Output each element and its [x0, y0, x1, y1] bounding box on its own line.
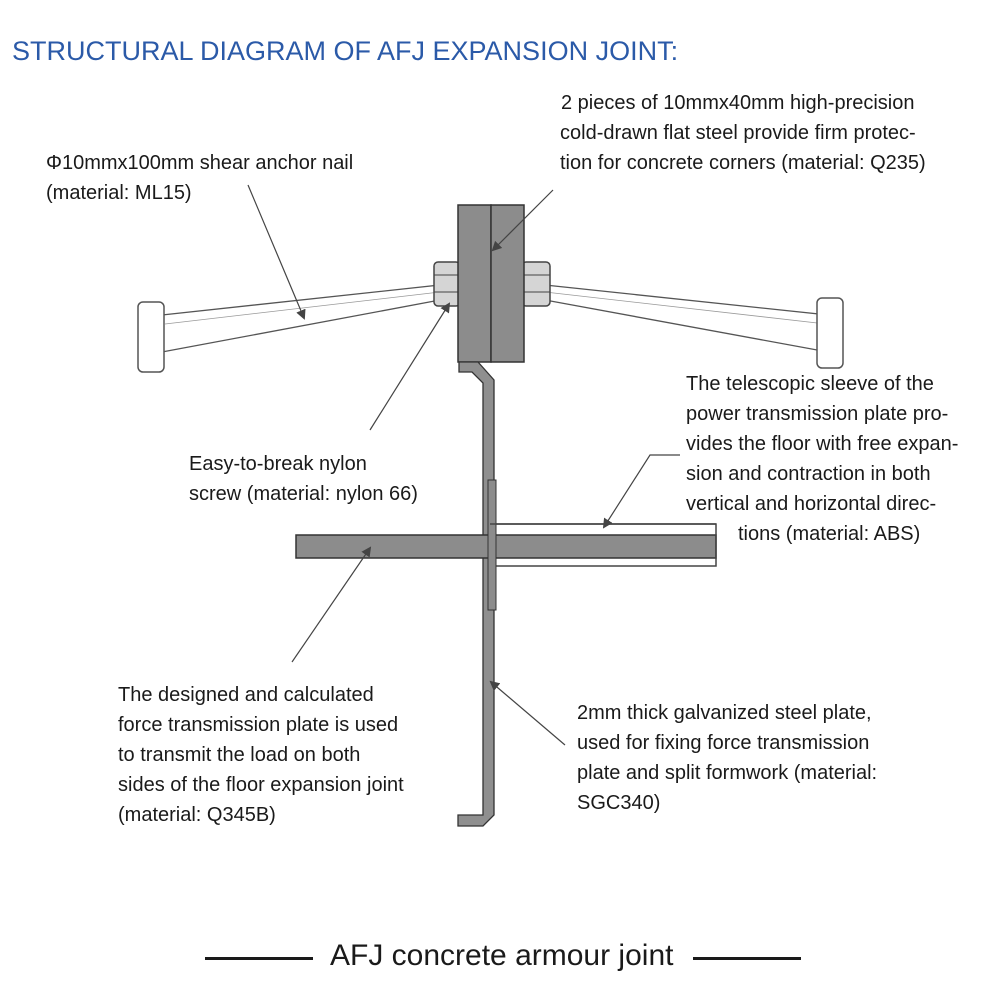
right-anchor-nail: [544, 284, 844, 369]
arrow-shear-anchor: [247, 184, 306, 320]
label-force-plate: The designed and calculated force transm…: [118, 684, 404, 826]
caption: AFJ concrete armour joint: [330, 939, 674, 972]
arrow-flat-steel: [491, 189, 554, 252]
left-anchor-nail: [137, 284, 441, 373]
right-nut: [521, 261, 551, 307]
galvanized-steel-plate: [457, 361, 495, 827]
label-telescopic-sleeve: The telescopic sleeve of the power trans…: [686, 373, 959, 545]
arrow-sleeve: [602, 454, 680, 529]
arrow-force-plate: [291, 546, 372, 663]
label-galvanized-plate: 2mm thick galvanized steel plate, used f…: [577, 702, 878, 814]
force-transmission-plate: [295, 534, 717, 559]
arrow-galvanized: [489, 680, 566, 746]
label-flat-steel: 2 pieces of 10mmx40mm high-precision col…: [560, 92, 926, 174]
arrow-nylon-screw: [369, 302, 451, 431]
left-nut: [433, 261, 461, 307]
leader-arrows: [247, 184, 680, 746]
flat-steel-pair: [457, 204, 525, 363]
diagram-title: STRUCTURAL DIAGRAM OF AFJ EXPANSION JOIN…: [12, 36, 679, 66]
caption-rule-right: [693, 957, 801, 960]
caption-row: AFJ concrete armour joint: [0, 935, 1000, 985]
label-shear-anchor: Φ10mmx100mm shear anchor nail (material:…: [46, 152, 354, 204]
label-nylon-screw: Easy-to-break nylon screw (material: nyl…: [189, 453, 418, 505]
caption-rule-left: [205, 957, 313, 960]
